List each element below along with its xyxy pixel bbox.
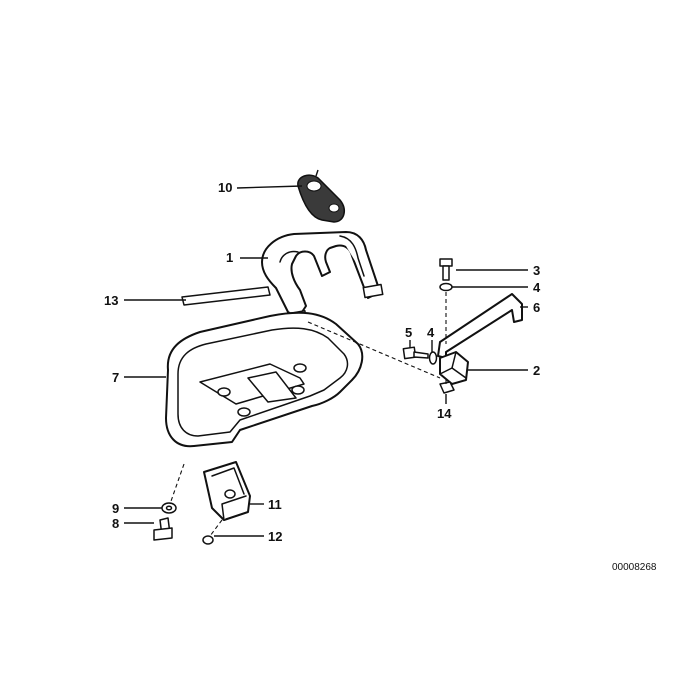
- callout-2: 2: [533, 363, 540, 378]
- clamp-block-part: [439, 351, 469, 385]
- callout-9: 9: [112, 501, 119, 516]
- upper-washer-part: [439, 282, 453, 292]
- screw-part: [439, 258, 453, 281]
- bracket-block-part: [203, 461, 251, 521]
- lower-washer-part: [428, 351, 438, 365]
- callout-8: 8: [112, 516, 119, 531]
- callout-14: 14: [437, 406, 452, 421]
- rubber-pad-part: [297, 174, 345, 223]
- washer-part: [161, 502, 177, 514]
- leader-lines: [124, 169, 528, 537]
- tray-part: [165, 311, 364, 448]
- callout-10: 10: [218, 180, 232, 195]
- callout-12: 12: [268, 529, 282, 544]
- side-bolt-part: [402, 346, 429, 360]
- callout-11: 11: [268, 497, 282, 512]
- callout-4-upper: 4: [533, 280, 541, 295]
- nut-part: [439, 381, 455, 394]
- callout-5: 5: [405, 325, 412, 340]
- callout-3: 3: [533, 263, 540, 278]
- callout-13: 13: [104, 293, 118, 308]
- assembly-lines: [169, 292, 447, 537]
- document-number: 00008268: [612, 562, 657, 573]
- strip-part: [181, 286, 271, 306]
- small-screw-part: [202, 535, 214, 545]
- callout-1: 1: [226, 250, 233, 265]
- callout-7: 7: [112, 370, 119, 385]
- callout-4-lower: 4: [427, 325, 435, 340]
- callout-6: 6: [533, 300, 540, 315]
- bar-bracket-part: [437, 293, 523, 359]
- bolt-part: [153, 517, 173, 541]
- holder-frame-part: [261, 231, 384, 327]
